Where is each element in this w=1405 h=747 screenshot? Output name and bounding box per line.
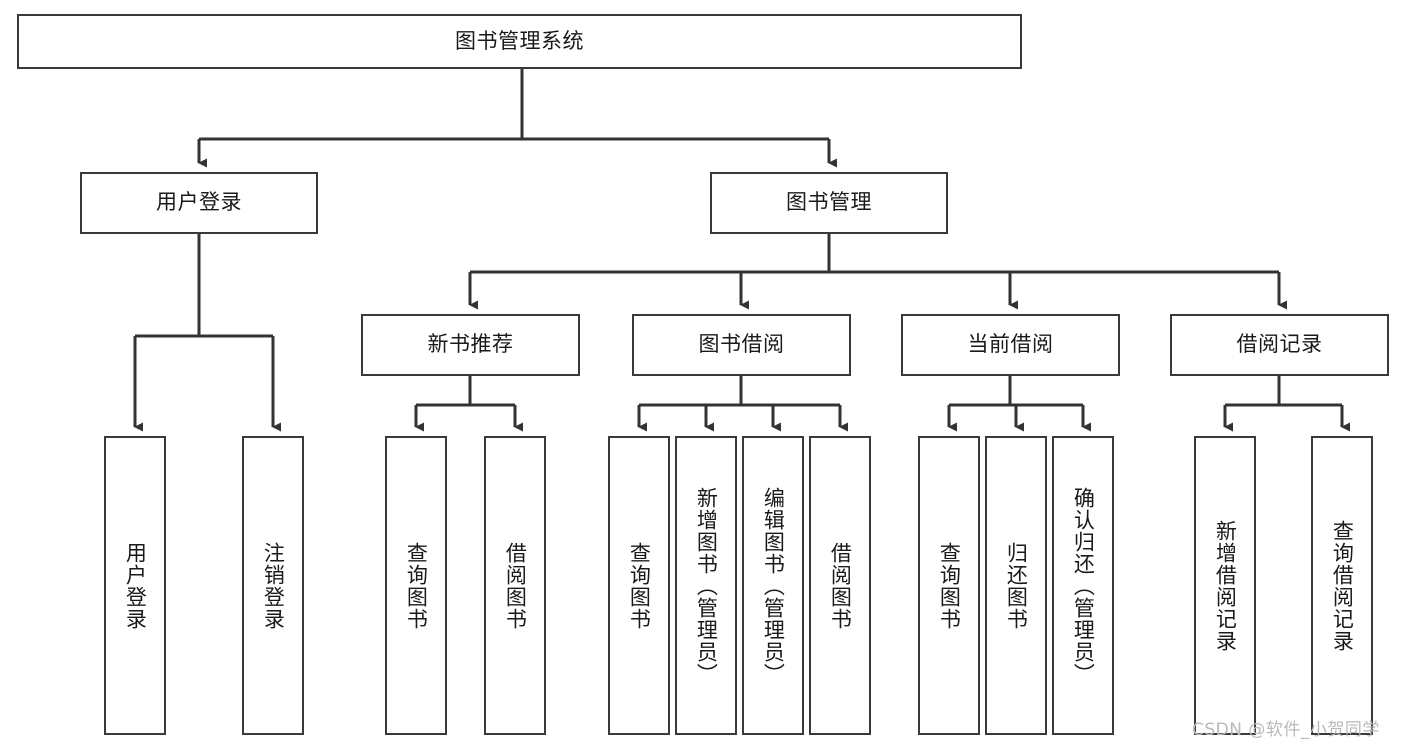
leaf-query-book-2[interactable]: 查询图书 (608, 436, 670, 735)
node-borrow-record-label: 借阅记录 (1236, 332, 1323, 357)
leaf-query-book-3[interactable]: 查询图书 (918, 436, 980, 735)
node-root[interactable]: 图书管理系统 (17, 14, 1022, 69)
leaf-borrow-book-2-label: 借阅图书 (828, 541, 853, 630)
node-book-manage[interactable]: 图书管理 (710, 172, 948, 234)
leaf-borrow-book-1[interactable]: 借阅图书 (484, 436, 546, 735)
leaf-query-borrow-record-label: 查询借阅记录 (1330, 519, 1355, 652)
leaf-query-borrow-record[interactable]: 查询借阅记录 (1311, 436, 1373, 735)
leaf-logout-login[interactable]: 注销登录 (242, 436, 304, 735)
leaf-add-book[interactable]: 新增图书（管理员） (675, 436, 737, 735)
node-root-label: 图书管理系统 (455, 28, 584, 53)
leaf-query-book-1[interactable]: 查询图书 (385, 436, 447, 735)
leaf-borrow-book-2[interactable]: 借阅图书 (809, 436, 871, 735)
leaf-user-login[interactable]: 用户登录 (104, 436, 166, 735)
leaf-add-borrow-record-label: 新增借阅记录 (1213, 519, 1238, 652)
node-current-borrow-label: 当前借阅 (967, 332, 1054, 357)
csdn-watermark: CSDN @软件_小贺同学 (1192, 720, 1380, 740)
node-book-manage-label: 图书管理 (786, 190, 872, 215)
leaf-user-login-label: 用户登录 (123, 541, 148, 630)
node-user-login[interactable]: 用户登录 (80, 172, 318, 234)
leaf-edit-book[interactable]: 编辑图书（管理员） (742, 436, 804, 735)
leaf-confirm-return-label: 确认归还（管理员） (1071, 486, 1096, 685)
leaf-borrow-book-1-label: 借阅图书 (503, 541, 528, 630)
leaf-query-book-2-label: 查询图书 (627, 541, 652, 630)
leaf-return-book-label: 归还图书 (1004, 541, 1029, 630)
node-new-book-recommend-label: 新书推荐 (427, 332, 514, 357)
leaf-edit-book-label: 编辑图书（管理员） (761, 486, 786, 685)
leaf-return-book[interactable]: 归还图书 (985, 436, 1047, 735)
node-new-book-recommend[interactable]: 新书推荐 (361, 314, 580, 376)
leaf-add-book-label: 新增图书（管理员） (694, 486, 719, 685)
node-user-login-label: 用户登录 (156, 190, 242, 215)
leaf-query-book-1-label: 查询图书 (404, 541, 429, 630)
node-borrow-record[interactable]: 借阅记录 (1170, 314, 1389, 376)
leaf-confirm-return[interactable]: 确认归还（管理员） (1052, 436, 1114, 735)
leaf-query-book-3-label: 查询图书 (937, 541, 962, 630)
node-book-borrow[interactable]: 图书借阅 (632, 314, 851, 376)
node-book-borrow-label: 图书借阅 (698, 332, 785, 357)
node-current-borrow[interactable]: 当前借阅 (901, 314, 1120, 376)
leaf-logout-login-label: 注销登录 (261, 541, 286, 630)
leaf-add-borrow-record[interactable]: 新增借阅记录 (1194, 436, 1256, 735)
